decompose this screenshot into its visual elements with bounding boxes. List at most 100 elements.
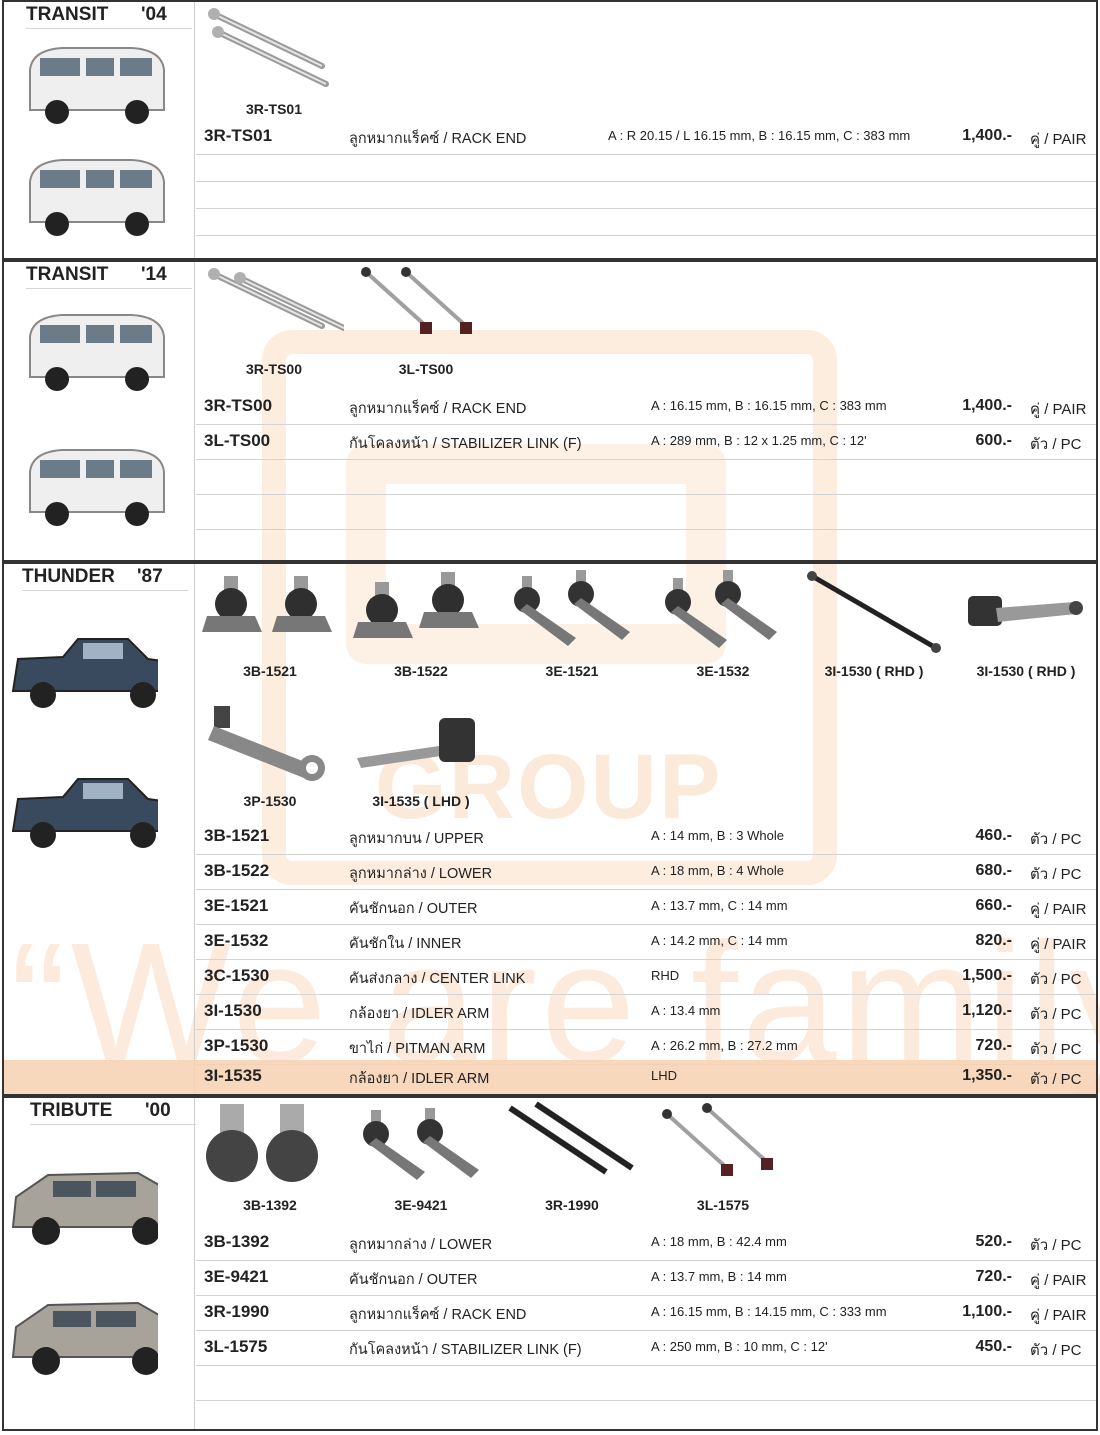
- part-caption: 3R-1990: [545, 1197, 599, 1213]
- empty-row: [196, 182, 1096, 209]
- part-description: ลูกหมากบน / UPPER: [349, 831, 484, 847]
- parts-table: 3R-TS01 ลูกหมากแร็คซ์ / RACK END A : R 2…: [196, 120, 1096, 236]
- part-code: 3L-1575: [204, 1337, 268, 1356]
- table-row[interactable]: 3B-1522 ลูกหมากล่าง / LOWER A : 18 mm, B…: [196, 855, 1096, 890]
- part-description: ลูกหมากล่าง / LOWER: [349, 866, 493, 882]
- model-name: TRANSIT: [26, 264, 109, 285]
- part-price: 820.-: [975, 932, 1012, 949]
- part-price: 680.-: [975, 862, 1012, 879]
- van-rear-photo: [29, 159, 165, 237]
- part-description: กล้องยา / IDLER ARM: [349, 1071, 490, 1087]
- table-row[interactable]: 3I-1530 กล้องยา / IDLER ARM A : 13.4 mm …: [196, 995, 1096, 1030]
- empty-row: [196, 460, 1096, 495]
- table-row[interactable]: 3E-9421 คันชักนอก / OUTER A : 13.7 mm, B…: [196, 1261, 1096, 1296]
- part-caption: 3E-1521: [545, 663, 599, 679]
- part-description: ลูกหมากแร็คซ์ / RACK END: [349, 1307, 527, 1323]
- part-thumb[interactable]: 3E-9421: [351, 1098, 491, 1213]
- model-title: TRIBUTE '00: [30, 1100, 196, 1125]
- part-description: คันส่งกลาง / CENTER LINK: [349, 971, 526, 987]
- table-row[interactable]: 3R-TS01 ลูกหมากแร็คซ์ / RACK END A : R 2…: [196, 120, 1096, 155]
- part-thumb[interactable]: 3R-1990: [502, 1098, 642, 1213]
- part-unit: ตัว / PC: [1030, 1041, 1082, 1058]
- tie-rod-inner-icon: [665, 570, 777, 648]
- model-year: '87: [137, 566, 163, 587]
- suv-front-photo: [12, 1172, 158, 1246]
- section-transit-04: TRANSIT '04 3R-TS01 3R-TS01 ลูกหมากแร็คซ…: [2, 0, 1098, 260]
- table-row[interactable]: 3B-1521 ลูกหมากบน / UPPER A : 14 mm, B :…: [196, 820, 1096, 855]
- part-price: 1,350.-: [962, 1067, 1012, 1084]
- part-thumb[interactable]: 3R-TS00: [204, 262, 344, 377]
- part-thumb[interactable]: 3P-1530: [200, 694, 340, 809]
- table-row[interactable]: 3E-1521 คันชักนอก / OUTER A : 13.7 mm, C…: [196, 890, 1096, 925]
- part-description: ลูกหมากล่าง / LOWER: [349, 1237, 493, 1253]
- part-thumb[interactable]: 3L-TS00: [356, 262, 496, 377]
- part-code: 3R-1990: [204, 1302, 270, 1321]
- tie-rod-outer-icon: [514, 570, 630, 646]
- part-thumb[interactable]: 3B-1521: [200, 564, 340, 679]
- part-images: 3B-1392 3E-9421 3R-1990 3L-1575: [196, 1098, 1096, 1218]
- part-thumb[interactable]: 3B-1392: [200, 1098, 340, 1213]
- part-unit: ตัว / PC: [1030, 1342, 1082, 1359]
- ball-joint-icon: [206, 1104, 318, 1182]
- table-row[interactable]: 3R-TS00 ลูกหมากแร็คซ์ / RACK END A : 16.…: [196, 390, 1096, 425]
- part-caption: 3B-1522: [394, 663, 448, 679]
- part-caption: 3B-1392: [243, 1197, 297, 1213]
- part-unit: ตัว / PC: [1030, 1237, 1082, 1254]
- part-caption: 3I-1530 ( RHD ): [976, 663, 1076, 679]
- part-thumb[interactable]: 3E-1521: [502, 564, 642, 679]
- part-code: 3L-TS00: [204, 431, 271, 450]
- table-row-highlighted[interactable]: 3I-1535 กล้องยา / IDLER ARM LHD 1,350.- …: [4, 1060, 1096, 1094]
- rack-end-icon: [204, 264, 344, 359]
- part-description: กล้องยา / IDLER ARM: [349, 1006, 490, 1022]
- center-link-icon: [807, 571, 941, 653]
- part-spec: A : 16.15 mm, B : 14.15 mm, C : 333 mm: [651, 1304, 887, 1319]
- tie-rod-outer-icon: [363, 1108, 479, 1180]
- section-transit-14: TRANSIT '14 3R-TS00 3L-TS00 3R-TS00 ลูกห…: [2, 260, 1098, 562]
- part-spec: LHD: [651, 1068, 678, 1083]
- empty-row: [196, 155, 1096, 182]
- vehicle-column: TRIBUTE '00: [4, 1098, 196, 1429]
- part-price: 520.-: [975, 1233, 1012, 1250]
- part-description: คันชักนอก / OUTER: [349, 901, 478, 917]
- part-thumb[interactable]: 3R-TS01: [204, 2, 344, 117]
- part-price: 450.-: [975, 1338, 1012, 1355]
- part-caption: 3L-TS00: [398, 361, 454, 377]
- model-year: '14: [141, 264, 167, 285]
- part-unit: ตัว / PC: [1030, 971, 1082, 988]
- pitman-arm-icon: [208, 706, 325, 781]
- part-price: 460.-: [975, 827, 1012, 844]
- part-code: 3B-1522: [204, 861, 270, 880]
- part-spec: A : 13.4 mm: [651, 1003, 721, 1018]
- parts-table: 3B-1392 ลูกหมากล่าง / LOWER A : 18 mm, B…: [196, 1226, 1096, 1435]
- section-tribute-00: TRIBUTE '00 3B-1392 3E-9421 3R-1990: [2, 1096, 1098, 1431]
- part-spec: A : 13.7 mm, B : 14 mm: [651, 1269, 787, 1284]
- part-description: ขาไก่ / PITMAN ARM: [349, 1041, 486, 1057]
- ball-joint-upper-icon: [202, 576, 332, 632]
- part-thumb[interactable]: 3B-1522: [351, 564, 491, 679]
- table-row[interactable]: 3L-1575 กันโคลงหน้า / STABILIZER LINK (F…: [196, 1331, 1096, 1366]
- part-spec: RHD: [651, 968, 680, 983]
- part-thumb[interactable]: 3L-1575: [653, 1098, 793, 1213]
- table-row[interactable]: 3B-1392 ลูกหมากล่าง / LOWER A : 18 mm, B…: [196, 1226, 1096, 1261]
- part-code: 3I-1530: [204, 1001, 262, 1020]
- part-thumb[interactable]: 3I-1535 ( LHD ): [351, 694, 491, 809]
- part-thumb[interactable]: 3I-1530 ( RHD ): [956, 564, 1096, 679]
- empty-row: [196, 495, 1096, 530]
- part-thumb[interactable]: 3I-1530 ( RHD ): [804, 564, 944, 679]
- part-code: 3B-1521: [204, 826, 270, 845]
- part-spec: A : 18 mm, B : 4 Whole: [651, 863, 784, 878]
- table-row[interactable]: 3L-TS00 กันโคลงหน้า / STABILIZER LINK (F…: [196, 425, 1096, 460]
- table-row[interactable]: 3C-1530 คันส่งกลาง / CENTER LINK RHD 1,5…: [196, 960, 1096, 995]
- table-row[interactable]: 3R-1990 ลูกหมากแร็คซ์ / RACK END A : 16.…: [196, 1296, 1096, 1331]
- table-row[interactable]: 3E-1532 คันชักใน / INNER A : 14.2 mm, C …: [196, 925, 1096, 960]
- vehicle-column: TRANSIT '14: [4, 262, 195, 560]
- part-code: 3C-1530: [204, 966, 270, 985]
- section-thunder-87: THUNDER '87 3B-1521 3B-1522 3E-1521 3E-1…: [2, 562, 1098, 1096]
- part-description: คันชักใน / INNER: [349, 936, 462, 952]
- van-front-photo: [29, 314, 165, 392]
- empty-row: [196, 1401, 1096, 1435]
- part-description: ลูกหมากแร็คซ์ / RACK END: [349, 401, 527, 417]
- van-front-photo: [29, 47, 165, 125]
- part-thumb[interactable]: 3E-1532: [653, 564, 793, 679]
- model-title: TRANSIT '14: [26, 264, 192, 289]
